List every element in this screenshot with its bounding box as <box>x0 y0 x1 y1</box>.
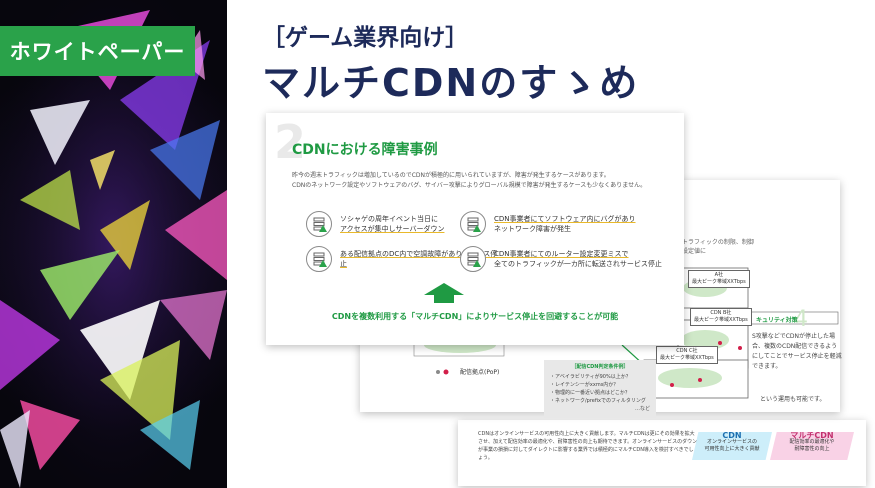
security-section-body: S攻撃などでCDNが停止した場合、複数のCDN配信できるようにしてことでサービス… <box>752 333 842 370</box>
checklist-item: …など <box>634 406 650 412</box>
cdn-c-peak: 最大ピーク帯域XXTbps <box>660 355 714 361</box>
arrow-stem <box>434 295 454 303</box>
checklist-item: ・物理的に一番近い拠点はどこか？ <box>550 390 630 396</box>
multi-cdn-pill-line2: 耐障害性の向上 <box>794 446 830 452</box>
case-line2: ネットワーク障害が発生 <box>494 225 571 233</box>
case-line1: CDN事業者にてのルーター設定変更ミスで <box>494 250 629 258</box>
cdn-a-box: A社 最大ピーク帯域XXTbps <box>688 270 750 288</box>
cdn-pill-title: CDN <box>722 431 742 440</box>
whitepaper-badge: ホワイトペーパー <box>0 26 195 76</box>
multi-cdn-pill: マルチCDN 配信効率の最適化や 耐障害性の向上 <box>770 432 854 460</box>
body-line: CDNのネットワーク設定やソフトウェアのバグ、サイバー攻撃によりグローバル規模で… <box>292 182 647 189</box>
title-category: ［ゲーム業界向け］ <box>262 25 469 51</box>
failure-case: CDN事業者にてソフトウェア内にバグがありネットワーク障害が発生 <box>460 211 684 237</box>
section-body: 昨今の週末トラフィックは増加しているのでCDNが積極的に用いられていますが、障害… <box>292 171 672 191</box>
multi-cdn-pill-line1: 配信効率の最適化や <box>789 439 835 445</box>
section-heading: CDNにおける障害事例 <box>292 142 438 158</box>
failure-case: CDN事業者にてのルーター設定変更ミスで全てのトラフィックが一カ所に転送されサー… <box>460 246 694 272</box>
failure-case: ソシャゲの周年イベント当日にアクセスが集中しサーバーダウン <box>306 211 498 237</box>
cdn-b-name: CDN B社 <box>710 310 732 316</box>
conclusion-text: CDNを複数利用する「マルチCDN」によりサービス停止を回避することが可能 <box>331 312 619 321</box>
cdn-c-box: CDN C社 最大ピーク帯域XXTbps <box>656 346 718 364</box>
top-note-line1: トラフィックの制限、制御 <box>682 239 754 246</box>
cdn-b-peak: 最大ピーク帯域XXTbps <box>694 317 748 323</box>
top-note: トラフィックの制限、制御 設定値に <box>682 238 754 256</box>
server-warning-icon <box>460 211 486 237</box>
cdn-pill-line2: 可用性向上に大きく貢献 <box>704 446 760 452</box>
server-warning-icon <box>306 211 332 237</box>
hero-artwork: ホワイトペーパー <box>0 0 227 488</box>
case-line2: 全てのトラフィックが一カ所に転送されサービス停止 <box>494 260 662 268</box>
page-title: マルチCDNのすゝめ <box>262 61 640 105</box>
cdn-b-box: CDN B社 最大ピーク帯域XXTbps <box>690 308 752 326</box>
failure-case: ある配信拠点のDC内で空調故障がありサービス停止 <box>306 246 498 272</box>
section-number: 4 <box>794 307 808 332</box>
case-line1: CDN事業者にてソフトウェア内にバグがあり <box>494 215 636 223</box>
arrow-up-icon <box>424 283 464 295</box>
body-line: 昨今の週末トラフィックは増加しているのでCDNが積極的に用いられていますが、障害… <box>292 172 610 179</box>
summary-text: CDNはオンラインサービスの可用性向上に大きく貢献します。マルチCDNは更にその… <box>478 431 698 461</box>
case-line1: ある配信拠点のDC内で空調故障がありサービス停止 <box>340 250 498 268</box>
checklist-item: ・アベイラビリティが90%以上か？ <box>550 374 631 380</box>
cdn-c-name: CDN C社 <box>676 348 698 354</box>
server-warning-icon <box>306 246 332 272</box>
cdn-decision-checklist: ［配信CDN判定条件例］ ・アベイラビリティが90%以上か？ ・レイテンシーがx… <box>544 360 656 418</box>
server-warning-icon <box>460 246 486 272</box>
security-section-title: キュリティ対策 <box>756 317 798 324</box>
case-line1: ソシャゲの周年イベント当日に <box>340 215 438 223</box>
preview-page-failure-cases: 2 CDNにおける障害事例 昨今の週末トラフィックは増加しているのでCDNが積極… <box>266 113 684 345</box>
page-number: 2 <box>274 115 307 169</box>
cdn-pill: CDN オンラインサービスの 可用性向上に大きく貢献 <box>692 432 772 460</box>
pop-legend-label: 配信拠点(PoP) <box>460 369 500 376</box>
cdn-a-peak: 最大ピーク帯域XXTbps <box>692 279 746 285</box>
checklist-title: ［配信CDN判定条件例］ <box>571 364 629 370</box>
preview-page-summary: CDNはオンラインサービスの可用性向上に大きく貢献します。マルチCDNは更にその… <box>458 420 866 486</box>
top-note-line2: 設定値に <box>682 248 707 255</box>
cdn-pill-line1: オンラインサービスの <box>706 439 757 445</box>
crystal-shards-graphic <box>0 0 227 488</box>
checklist-item: ・レイテンシーがxxms内か？ <box>550 382 619 388</box>
footnote: という運用も可能です。 <box>760 396 826 403</box>
case-line2: アクセスが集中しサーバーダウン <box>340 225 445 233</box>
checklist-item: ・ネットワーク/prefixでのフィルタリング <box>550 398 646 404</box>
multi-cdn-pill-title: マルチCDN <box>790 431 834 440</box>
cdn-a-name: A社 <box>714 272 724 278</box>
